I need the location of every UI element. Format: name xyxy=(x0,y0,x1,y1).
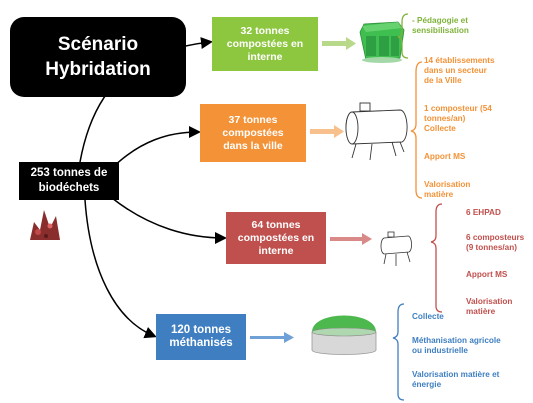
branch-3-line-3: interne xyxy=(258,244,294,257)
total-line-2: biodéchets xyxy=(38,182,100,194)
red-arrow xyxy=(330,233,372,245)
branch-city-compost-box: 37 tonnes compostées dans la ville xyxy=(200,104,306,162)
list-red-item: Valorisation xyxy=(466,297,513,306)
list-orange-item: de la Ville xyxy=(424,76,462,85)
green-arrow xyxy=(322,37,356,50)
small-composter-image xyxy=(380,231,412,266)
green-composter-image xyxy=(359,21,405,63)
total-line-1: 253 tonnes de xyxy=(30,167,108,179)
tank-composter-image xyxy=(345,102,408,161)
scenario-title-box: Scénario Hybridation xyxy=(10,17,186,97)
list-orange-item: matière xyxy=(424,190,454,199)
arrow-to-branch-2 xyxy=(109,126,201,171)
list-blue-item: Valorisation matière et xyxy=(412,370,500,379)
branch-1-line-3: interne xyxy=(247,50,283,63)
list-red-item: matière xyxy=(466,307,496,316)
branch-4-line-2: méthanisés xyxy=(169,337,233,349)
branch-methanization-box: 120 tonnes méthanisés xyxy=(156,314,246,360)
blue-arrow xyxy=(250,332,294,343)
list-orange-item: Collecte xyxy=(424,124,456,133)
list-orange-item: 14 établissements xyxy=(424,56,495,65)
list-red-item: (9 tonnes/an) xyxy=(466,243,517,252)
branch-internal-compost-2-box: 64 tonnes compostées en interne xyxy=(226,212,326,264)
list-green-item: sensibilisation xyxy=(412,26,469,35)
branch-2-line-1: 37 tonnes xyxy=(228,113,278,126)
list-blue-item: ou industrielle xyxy=(412,346,468,355)
arrow-to-branch-3 xyxy=(111,197,227,244)
list-red-item: Apport MS xyxy=(466,270,508,279)
list-red: 6 EHPAD 6 composteurs (9 tonnes/an) Appo… xyxy=(466,208,532,317)
list-red-item: 6 EHPAD xyxy=(466,208,501,217)
list-green: - Pédagogie et sensibilisation xyxy=(412,16,469,36)
list-blue: Collecte Méthanisation agricole ou indus… xyxy=(412,312,532,390)
branch-3-line-2: compostées en xyxy=(237,231,315,244)
brace-orange xyxy=(410,61,423,199)
branch-1-line-1: 32 tonnes xyxy=(240,24,290,37)
list-orange-item: dans un secteur xyxy=(424,66,487,75)
brace-red xyxy=(430,203,443,313)
branch-1-line-2: compostées en xyxy=(226,37,304,50)
list-green-item: - Pédagogie et xyxy=(412,16,468,25)
arrow-to-branch-4 xyxy=(84,199,157,339)
title-line-2: Hybridation xyxy=(45,59,151,80)
list-orange-item: Valorisation xyxy=(424,180,471,189)
branch-4-line-1: 120 tonnes xyxy=(170,324,232,336)
methanizer-dome-image xyxy=(311,315,377,355)
list-red-item: 6 composteurs xyxy=(466,233,525,242)
list-orange-item: Apport MS xyxy=(424,152,466,161)
total-biowaste-box: 253 tonnes de biodéchets xyxy=(19,162,119,200)
list-orange: 14 établissements dans un secteur de la … xyxy=(424,56,532,200)
branch-2-line-3: dans la ville xyxy=(223,139,283,152)
list-blue-item: Collecte xyxy=(412,312,444,321)
brace-blue xyxy=(392,303,405,401)
branch-2-line-2: compostées xyxy=(222,126,284,139)
title-line-1: Scénario xyxy=(57,34,139,55)
list-orange-item: tonnes/an) xyxy=(424,114,466,123)
orange-arrow xyxy=(310,125,344,138)
list-blue-item: énergie xyxy=(412,380,442,389)
list-orange-item: 1 composteur (54 xyxy=(424,104,492,113)
branch-3-line-1: 64 tonnes xyxy=(251,218,301,231)
biowaste-pile-image xyxy=(30,210,60,240)
brace-green xyxy=(397,13,409,59)
branch-internal-compost-box: 32 tonnes compostées en interne xyxy=(212,17,318,71)
list-blue-item: Méthanisation agricole xyxy=(412,336,501,345)
